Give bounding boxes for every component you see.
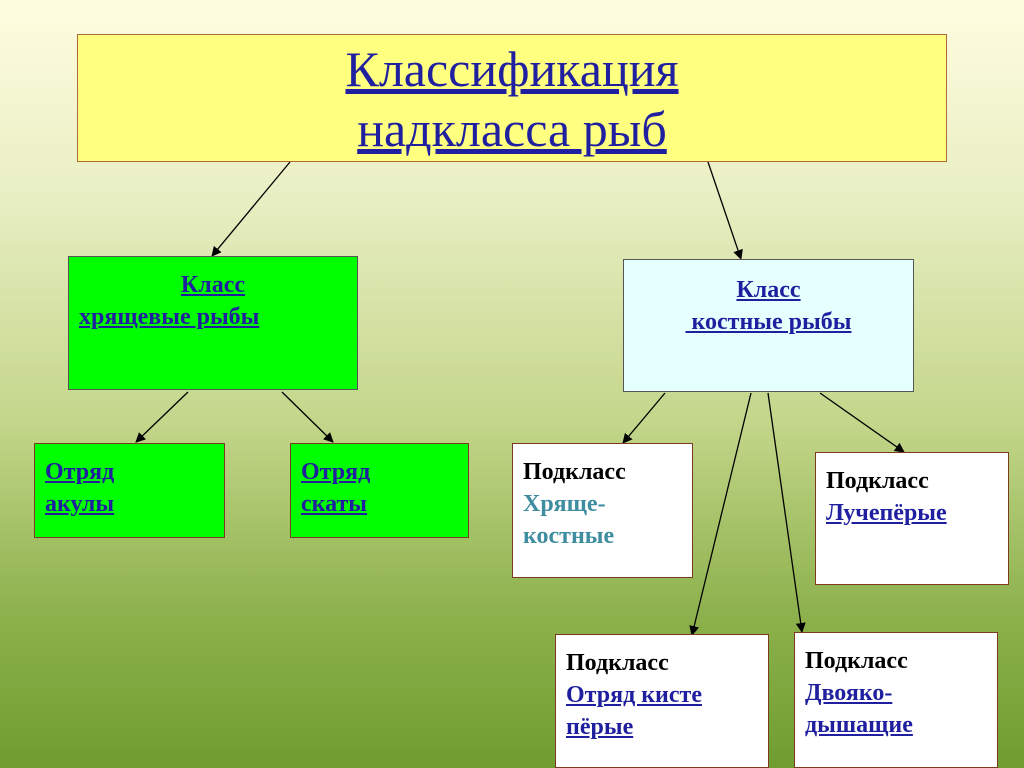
class-cartilaginous-box: Класс хрящевые рыбы [68, 256, 358, 390]
subclass-lobefinned-name-1[interactable]: Отряд кисте [566, 682, 702, 708]
class-bony-name[interactable]: костные рыбы [685, 309, 852, 335]
arrow-bony-to-lobefinned [689, 392, 752, 636]
subclass-chondrostei-name-2: костные [523, 523, 615, 549]
subclass-rayfinned-box: Подкласс Лучепёрые [815, 452, 1009, 585]
arrow-bony-to-rayfinned [819, 392, 905, 453]
class-cartilaginous-name[interactable]: хрящевые рыбы [79, 304, 260, 330]
subclass-lungfish-box: Подкласс Двояко- дышащие [794, 632, 998, 768]
arrow-title-to-bony [707, 161, 743, 260]
order-sharks-label[interactable]: Отряд [45, 459, 115, 485]
order-rays-name[interactable]: скаты [301, 491, 368, 517]
class-bony-box: Класс костные рыбы [623, 259, 914, 392]
arrow-cartilaginous-to-rays [281, 391, 334, 443]
title-line-1[interactable]: Классификация [345, 41, 679, 97]
order-sharks-name[interactable]: акулы [45, 491, 115, 517]
title-box: Классификация надкласса рыб [77, 34, 947, 162]
subclass-lungfish-heading: Подкласс [805, 648, 908, 674]
subclass-lungfish-name-1[interactable]: Двояко- [805, 680, 893, 706]
arrow-cartilaginous-to-sharks [135, 391, 189, 443]
subclass-lobefinned-name-2[interactable]: пёрые [566, 714, 634, 740]
subclass-lobefinned-box: Подкласс Отряд кисте пёрые [555, 634, 769, 768]
order-rays-box: Отряд скаты [290, 443, 469, 538]
subclass-chondrostei-name-1: Хряще- [523, 491, 606, 517]
order-rays-label[interactable]: Отряд [301, 459, 371, 485]
title-line-2[interactable]: надкласса рыб [357, 101, 667, 157]
subclass-lobefinned-heading: Подкласс [566, 650, 669, 676]
subclass-rayfinned-name[interactable]: Лучепёрые [826, 500, 947, 526]
arrow-bony-to-chondrostei [622, 392, 666, 444]
subclass-chondrostei-box: Подкласс Хряще- костные [512, 443, 693, 578]
arrow-bony-to-lungfish [767, 392, 806, 633]
subclass-rayfinned-heading: Подкласс [826, 468, 929, 494]
class-cartilaginous-label[interactable]: Класс [180, 272, 246, 298]
arrow-title-to-cartilaginous [211, 161, 291, 257]
subclass-chondrostei-heading: Подкласс [523, 459, 626, 485]
subclass-lungfish-name-2[interactable]: дышащие [805, 712, 913, 738]
class-bony-label[interactable]: Класс [736, 277, 801, 303]
order-sharks-box: Отряд акулы [34, 443, 225, 538]
